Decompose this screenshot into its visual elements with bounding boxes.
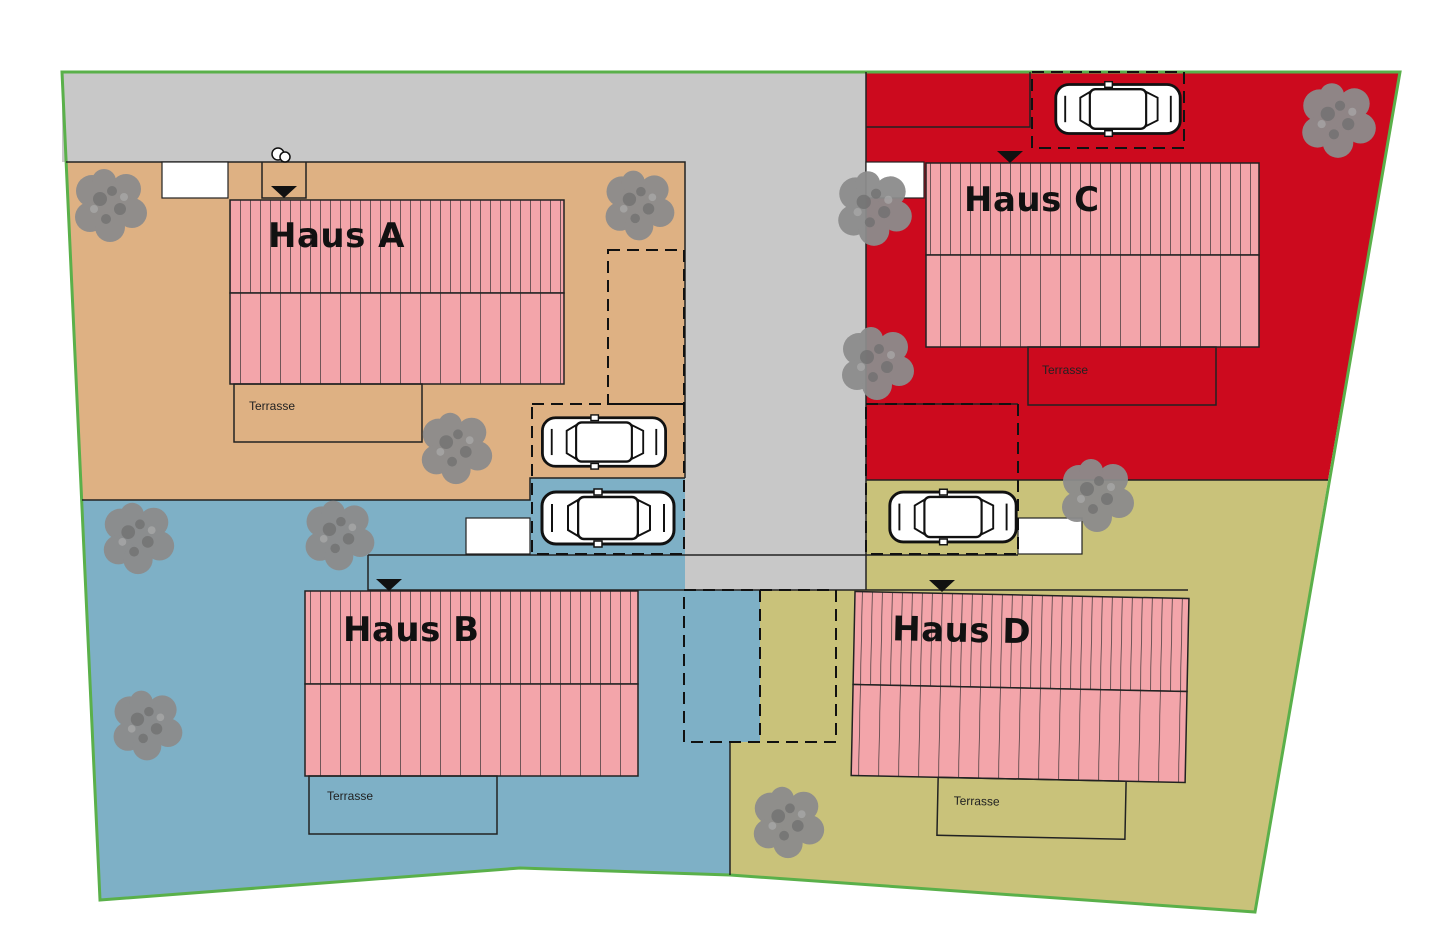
house-a-terrace-label: Terrasse <box>249 399 295 413</box>
entrance-arrow-icon <box>929 580 955 592</box>
entrance-arrow-icon <box>376 579 402 591</box>
house-d: Haus D Terrasse <box>850 590 1190 840</box>
house-a: Haus A Terrasse <box>229 162 565 443</box>
house-c-label: Haus C <box>964 180 1100 220</box>
house-b-terrace <box>308 775 498 835</box>
house-a-terrace <box>233 383 423 443</box>
house-a-label: Haus A <box>268 216 405 256</box>
entrance-arrow-icon <box>271 186 297 198</box>
entrance-arrow-icon <box>997 151 1023 163</box>
house-c: Haus C Terrasse <box>925 151 1260 406</box>
parking-spaces <box>531 71 1185 743</box>
house-b-label: Haus B <box>343 610 480 650</box>
house-c-terrace-label: Terrasse <box>1042 363 1088 377</box>
car-icon <box>540 488 676 548</box>
house-d-terrace-label: Terrasse <box>954 794 1001 809</box>
house-b-terrace-label: Terrasse <box>327 789 373 803</box>
car-icon <box>888 488 1018 546</box>
mailbox-icon <box>271 147 291 163</box>
car-icon <box>1054 80 1182 138</box>
house-d-label: Haus D <box>892 609 1032 652</box>
house-b: Haus B Terrasse <box>304 579 639 835</box>
house-c-terrace <box>1027 346 1217 406</box>
car-icon <box>540 414 668 470</box>
house-d-terrace <box>936 776 1127 840</box>
